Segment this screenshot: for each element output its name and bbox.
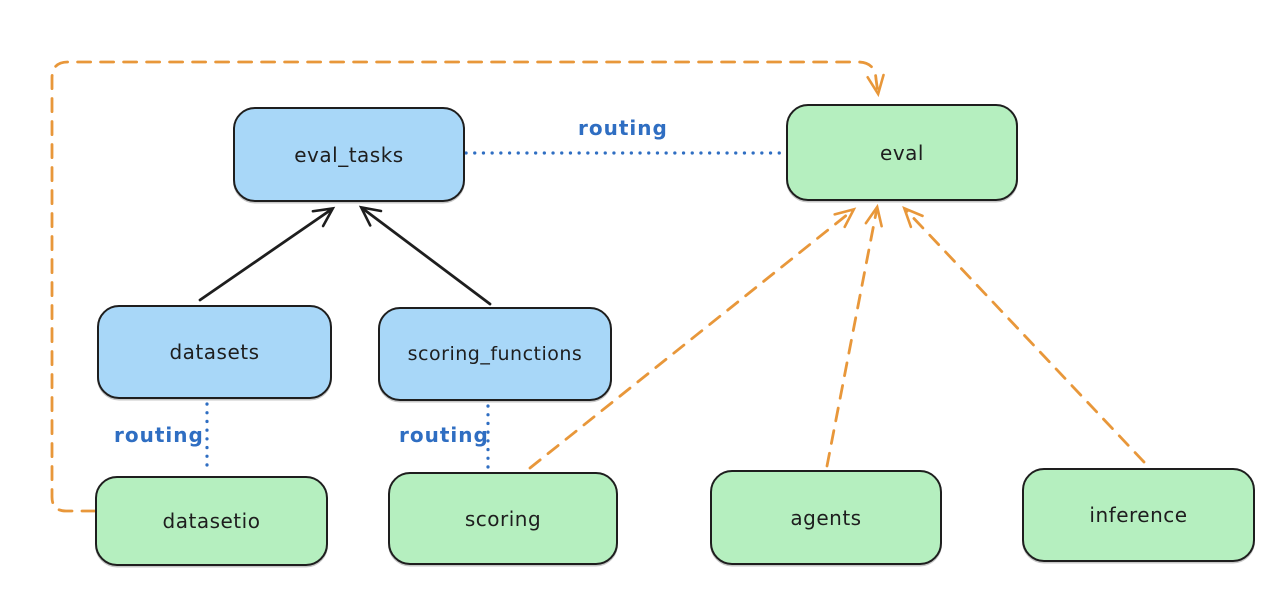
routing-label-eval_tasks-eval: routing (578, 116, 668, 140)
edge-agents-to-eval (825, 203, 883, 468)
node-eval_tasks: eval_tasks (233, 107, 465, 202)
node-datasets-label: datasets (169, 340, 260, 364)
node-eval-label: eval (880, 140, 924, 165)
routing-label-scoring_functions-scoring: routing (399, 423, 489, 447)
node-scoring-label: scoring (464, 506, 542, 531)
node-eval: eval (786, 104, 1018, 201)
node-datasetio-label: datasetio (162, 509, 261, 533)
node-inference-label: inference (1089, 503, 1188, 527)
edge-scoring-to-eval (528, 207, 857, 470)
node-agents-label: agents (790, 505, 862, 530)
node-agents: agents (710, 470, 942, 565)
edge-scoring_functions-to-eval_tasks (358, 205, 492, 306)
node-inference: inference (1022, 468, 1255, 562)
edge-datasetio-to-eval (50, 60, 885, 513)
node-scoring_functions: scoring_functions (378, 307, 612, 401)
edge-datasets-to-eval_tasks (198, 206, 336, 302)
node-scoring: scoring (388, 472, 618, 565)
routing-label-datasets-datasetio: routing (114, 423, 204, 447)
node-scoring_functions-label: scoring_functions (407, 343, 583, 365)
node-eval_tasks-label: eval_tasks (294, 142, 404, 167)
node-datasets: datasets (97, 305, 332, 399)
edge-inference-to-eval (902, 205, 1146, 464)
node-datasetio: datasetio (95, 476, 328, 566)
